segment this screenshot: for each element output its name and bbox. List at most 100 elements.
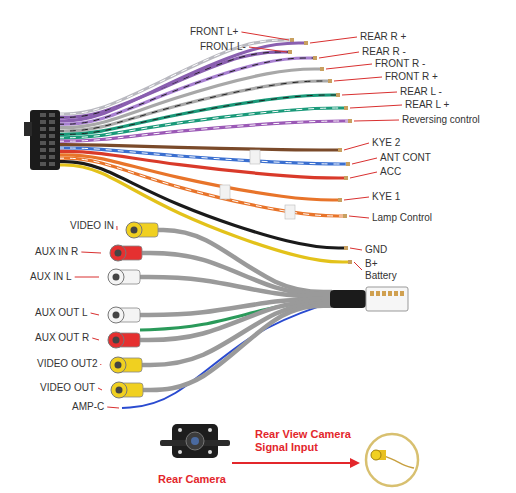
leader-line	[310, 37, 357, 43]
pin-label: Reversing control	[402, 114, 480, 126]
leader-line	[249, 47, 287, 52]
leader-line	[81, 252, 101, 253]
connector-pin	[49, 134, 55, 138]
rca-hole	[113, 337, 120, 344]
pin-label: AUX IN L	[30, 271, 72, 283]
rca-hole	[115, 250, 122, 257]
cable-sleeve	[330, 290, 366, 308]
wire-tip	[348, 260, 352, 264]
white-connector	[366, 287, 408, 311]
leader-line	[344, 197, 369, 200]
rca-plug	[126, 222, 142, 238]
wire-tip	[344, 176, 348, 180]
pin-label: AUX OUT R	[35, 332, 89, 344]
rca-cable	[156, 230, 332, 292]
inset-wire	[384, 456, 414, 468]
wire-tip	[344, 106, 348, 110]
leader-line	[92, 338, 99, 340]
pin-label: FRONT R +	[385, 71, 438, 83]
leader-line	[91, 313, 99, 315]
connector-pin	[49, 113, 55, 117]
wire-tip	[348, 119, 352, 123]
connector-pin	[40, 113, 46, 117]
leader-line	[116, 226, 117, 230]
leader-line	[354, 120, 399, 121]
wire-tag	[220, 185, 230, 199]
connector-pin	[40, 148, 46, 152]
harness-connector	[24, 110, 60, 170]
connector-pin	[49, 120, 55, 124]
wire	[58, 165, 350, 262]
pin-label: ANT CONT	[380, 152, 431, 164]
rca-cable	[140, 304, 332, 366]
pin-label: REAR L -	[400, 86, 442, 98]
leader-line	[349, 216, 369, 218]
wire-group	[58, 38, 352, 264]
caption-label: Rear View Camera Signal Input	[255, 428, 373, 454]
rca-hole	[113, 274, 120, 281]
rca-plug	[108, 307, 124, 323]
rca-hole	[115, 362, 122, 369]
wire-tip	[290, 38, 294, 42]
wire-stripe	[58, 121, 350, 141]
connector-pin	[40, 162, 46, 166]
rca-cable	[138, 277, 332, 297]
leader-line	[342, 92, 397, 95]
leader-line	[319, 52, 359, 58]
leader-line	[107, 407, 119, 408]
connector-pin	[376, 291, 380, 296]
inset-plug-face	[371, 450, 381, 460]
pin-label: Lamp Control	[372, 212, 432, 224]
connector-pin	[382, 291, 386, 296]
camera-led	[208, 450, 212, 454]
connector-pin	[370, 291, 374, 296]
rca-plug	[108, 332, 124, 348]
pin-label: REAR R -	[362, 46, 406, 58]
inset-circle	[366, 434, 418, 486]
pin-label: REAR L +	[405, 99, 449, 111]
leader-line	[350, 172, 377, 178]
av-harness	[108, 222, 408, 408]
connector-pin	[40, 120, 46, 124]
camera-led	[208, 428, 212, 432]
rca-plug	[110, 357, 126, 373]
leader-line	[241, 32, 289, 40]
wire-tip	[320, 67, 324, 71]
camera-lens	[186, 432, 204, 450]
rca-hole	[131, 227, 138, 234]
rca-plug	[110, 245, 126, 261]
pin-label: B+ Battery	[365, 258, 407, 282]
connector-pin	[40, 134, 46, 138]
leader-lines	[75, 32, 402, 408]
leader-line	[350, 248, 362, 250]
rca-hole	[113, 312, 120, 319]
wire-tip	[336, 93, 340, 97]
leader-line	[352, 158, 377, 164]
rca-cable	[141, 306, 332, 390]
pin-label: FRONT L+	[190, 26, 238, 38]
pin-label: FRONT L-	[200, 41, 246, 53]
wire-tip	[304, 41, 308, 45]
wire	[58, 121, 350, 141]
wire-tip	[346, 162, 350, 166]
wire-tip	[328, 79, 332, 83]
wire-tip	[344, 246, 348, 250]
pin-label: ACC	[380, 166, 401, 178]
connector-pin	[49, 155, 55, 159]
wire-tip	[338, 198, 342, 202]
wire	[58, 43, 306, 121]
connector-pin	[49, 162, 55, 166]
arrow-head	[350, 458, 360, 468]
pin-label: REAR R +	[360, 31, 406, 43]
wire-tip	[343, 214, 347, 218]
leader-line	[75, 277, 99, 278]
pin-label: KYE 2	[372, 137, 400, 149]
rca-plug	[111, 382, 127, 398]
connector-pin	[394, 291, 398, 296]
connector-latch	[24, 122, 32, 136]
pin-label: AUX IN R	[35, 246, 78, 258]
connector-pin	[49, 127, 55, 131]
connector-pin	[40, 127, 46, 131]
pin-label: VIDEO OUT2	[37, 358, 98, 370]
